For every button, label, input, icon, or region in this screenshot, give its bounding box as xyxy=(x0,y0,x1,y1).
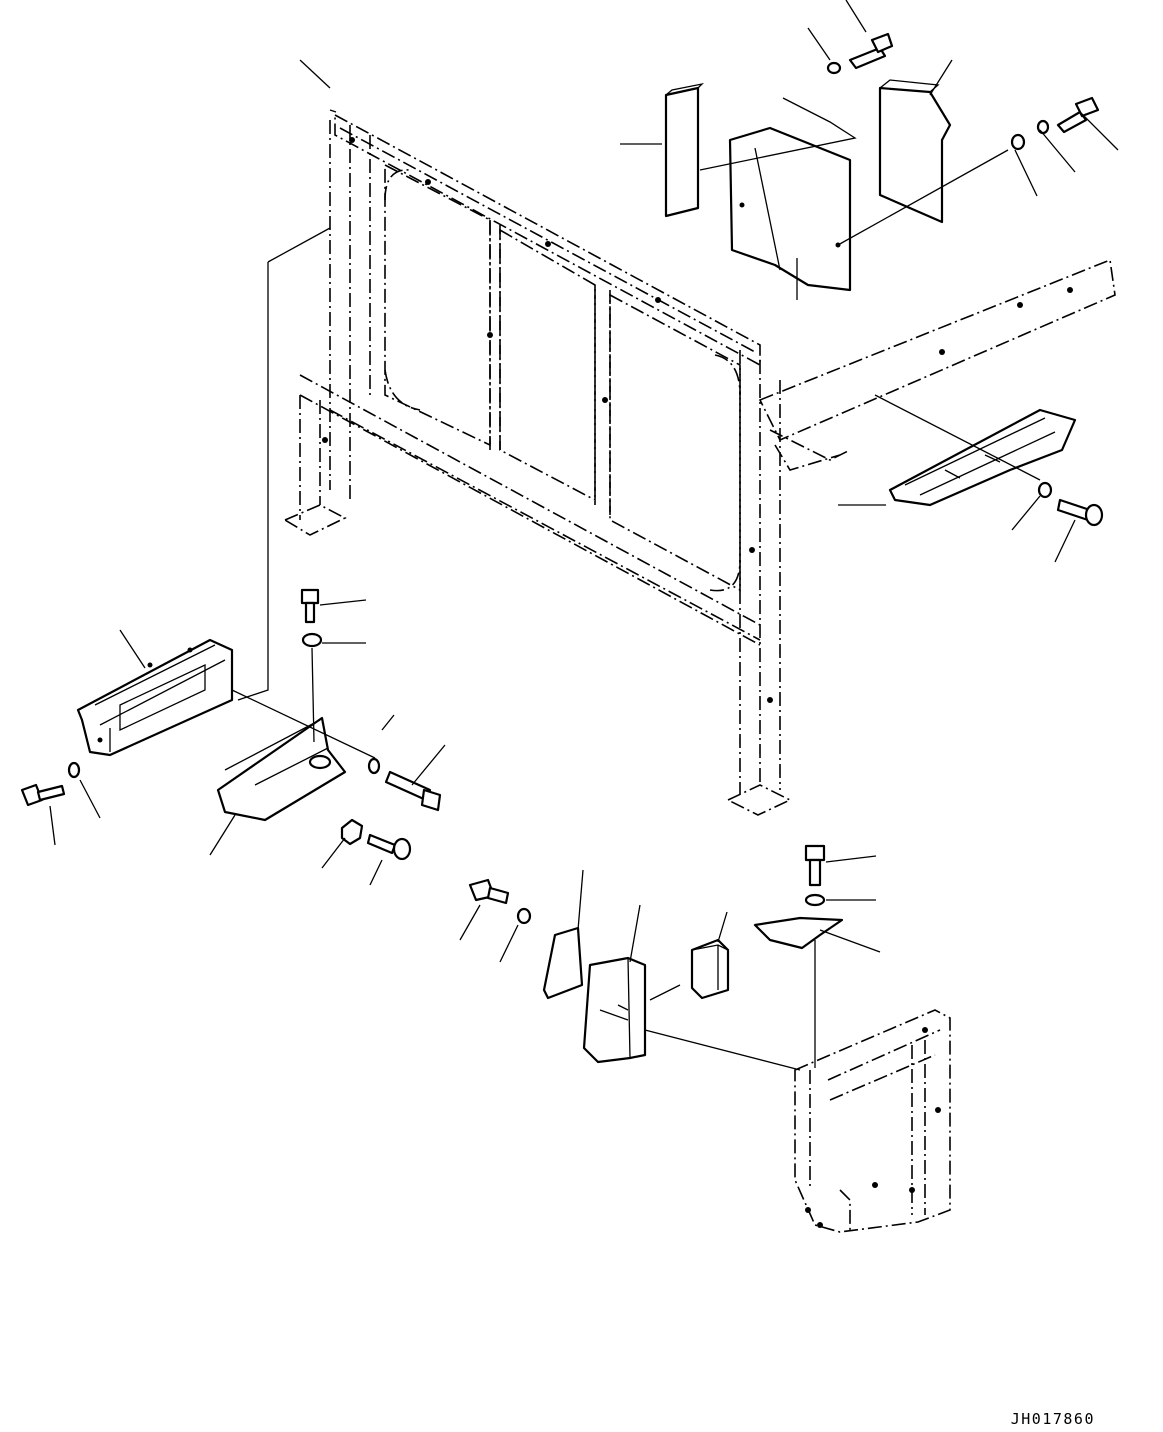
vertical-bracket xyxy=(582,956,647,1064)
bolt-bottom-right xyxy=(804,844,826,887)
cover-plate-angled xyxy=(728,126,852,292)
bolt-bottom-flange xyxy=(468,878,510,905)
bolt-top-1 xyxy=(848,32,894,70)
washer-bottom xyxy=(516,907,532,925)
washer-top-1 xyxy=(826,61,842,75)
right-rail-group xyxy=(838,394,1104,563)
washer-top-2 xyxy=(1036,119,1050,135)
left-bracket-group xyxy=(20,227,446,886)
bolt-left-angled xyxy=(384,770,442,812)
washer-bottom-right xyxy=(804,893,826,907)
washer-top-3 xyxy=(1010,133,1026,151)
bolt-left-short xyxy=(366,833,412,861)
washer-left-vertical xyxy=(301,632,323,648)
drawing-number: JH017860 xyxy=(1011,1410,1095,1428)
frame-holes xyxy=(322,137,1073,703)
bolt-left-vertical xyxy=(300,588,320,624)
rail-bracket xyxy=(888,408,1077,507)
duct-bracket xyxy=(76,638,234,757)
washer-far-left xyxy=(67,761,81,779)
bolt-top-2 xyxy=(1056,96,1100,134)
angle-plate xyxy=(216,716,347,822)
seal-bar xyxy=(664,86,700,218)
top-cover-group xyxy=(299,0,1119,300)
bolt-far-left xyxy=(20,783,66,807)
rubber-pad xyxy=(542,926,584,1000)
washer-left-angled xyxy=(367,757,381,775)
bottom-group xyxy=(459,844,951,1233)
bolt-rail xyxy=(1056,498,1104,527)
washer-rail xyxy=(1037,481,1053,499)
nut-left xyxy=(340,818,364,846)
sub-frame xyxy=(794,1009,951,1233)
radiator-frame xyxy=(283,113,1116,816)
